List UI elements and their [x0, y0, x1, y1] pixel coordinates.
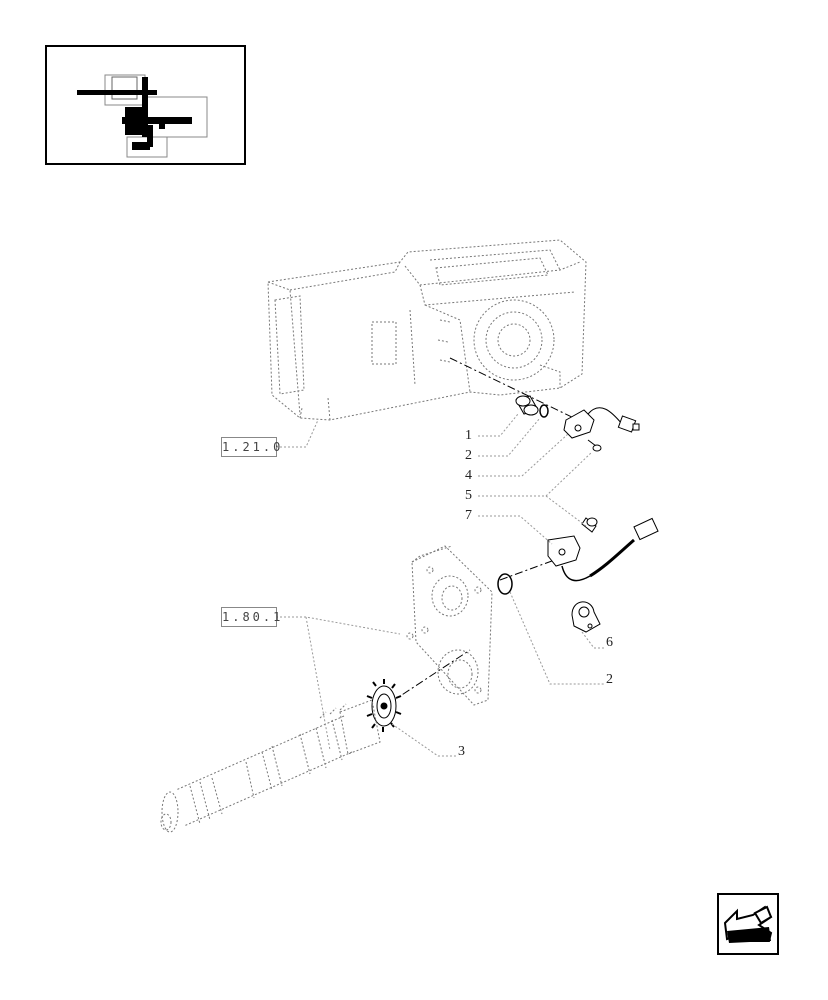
callout-2-upper: 2 [465, 448, 472, 463]
output-shaft [160, 699, 381, 833]
reference-label: 1.21.0 [222, 440, 284, 454]
screw-lower [581, 517, 598, 533]
callout-6: 6 [606, 635, 613, 650]
o-ring-upper [539, 404, 549, 418]
o-ring-lower [497, 573, 513, 595]
assembly-thumbnail-icon [77, 74, 208, 158]
speed-sensor-upper [563, 407, 640, 439]
back-navigation-button[interactable] [717, 893, 779, 955]
cover-plate [406, 545, 493, 706]
bushing-part [515, 395, 539, 416]
back-arrow-icon [723, 905, 773, 943]
reference-label: 1.80.1 [222, 610, 284, 624]
assembly-thumbnail [45, 45, 246, 165]
callout-2-lower: 2 [606, 672, 613, 687]
reference-1-21-0[interactable]: 1.21.0 [221, 437, 280, 457]
speed-sensor-lower [547, 517, 659, 582]
cable-clamp [571, 601, 601, 633]
callout-1: 1 [465, 428, 472, 443]
callout-3: 3 [458, 744, 465, 759]
transmission-housing [267, 239, 587, 421]
reference-1-80-1[interactable]: 1.80.1 [221, 607, 280, 627]
callout-4: 4 [465, 468, 472, 483]
sensor-gear [366, 679, 402, 732]
screw-upper [587, 439, 602, 452]
callout-5: 5 [465, 488, 472, 503]
callout-7: 7 [465, 508, 472, 523]
